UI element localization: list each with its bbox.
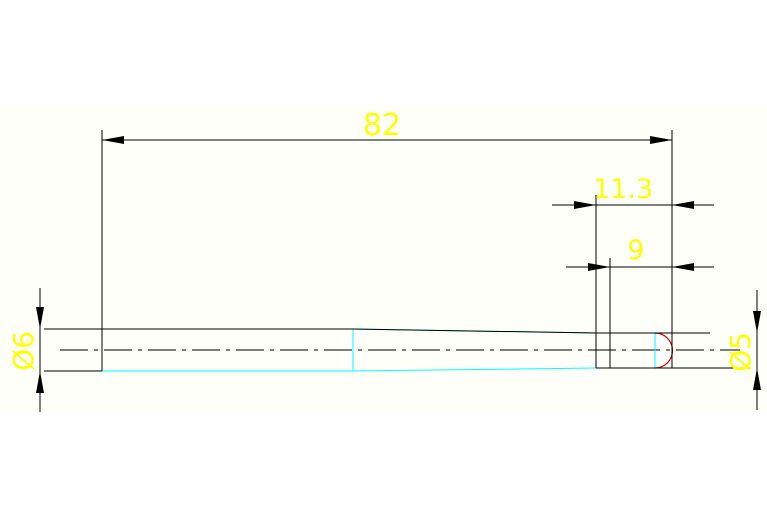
dim-text-82: 82 [363, 108, 401, 143]
dim-text-dia5: Ø5 [724, 332, 757, 372]
dim-text-11-3: 11.3 [593, 174, 653, 205]
dim-text-dia6: Ø6 [7, 331, 40, 371]
drawing-background [0, 105, 767, 412]
extension-lines [101, 130, 673, 371]
dim-text-9: 9 [627, 235, 644, 266]
outline-black [44, 328, 750, 372]
